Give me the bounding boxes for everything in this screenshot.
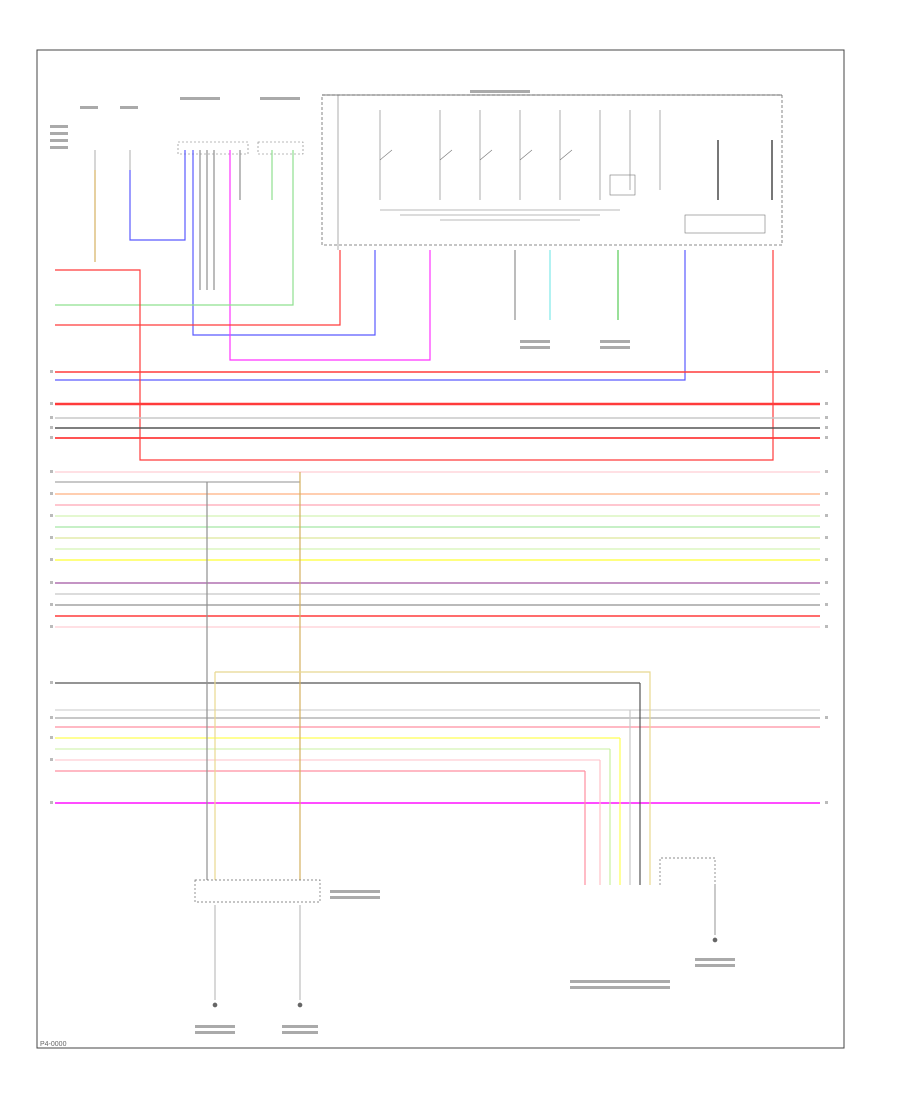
diagram-code: P4-0000 [40,1041,67,1048]
diagram-frame [36,49,845,1049]
lower-left-components [194,879,321,1008]
top-components [50,90,783,349]
harness-bus [55,371,820,804]
bus-end-ticks [50,370,828,804]
lower-vertical-wires [206,472,651,885]
lower-right-module [659,857,718,943]
control-module-box [321,94,783,246]
top-vertical-wires [55,150,774,461]
